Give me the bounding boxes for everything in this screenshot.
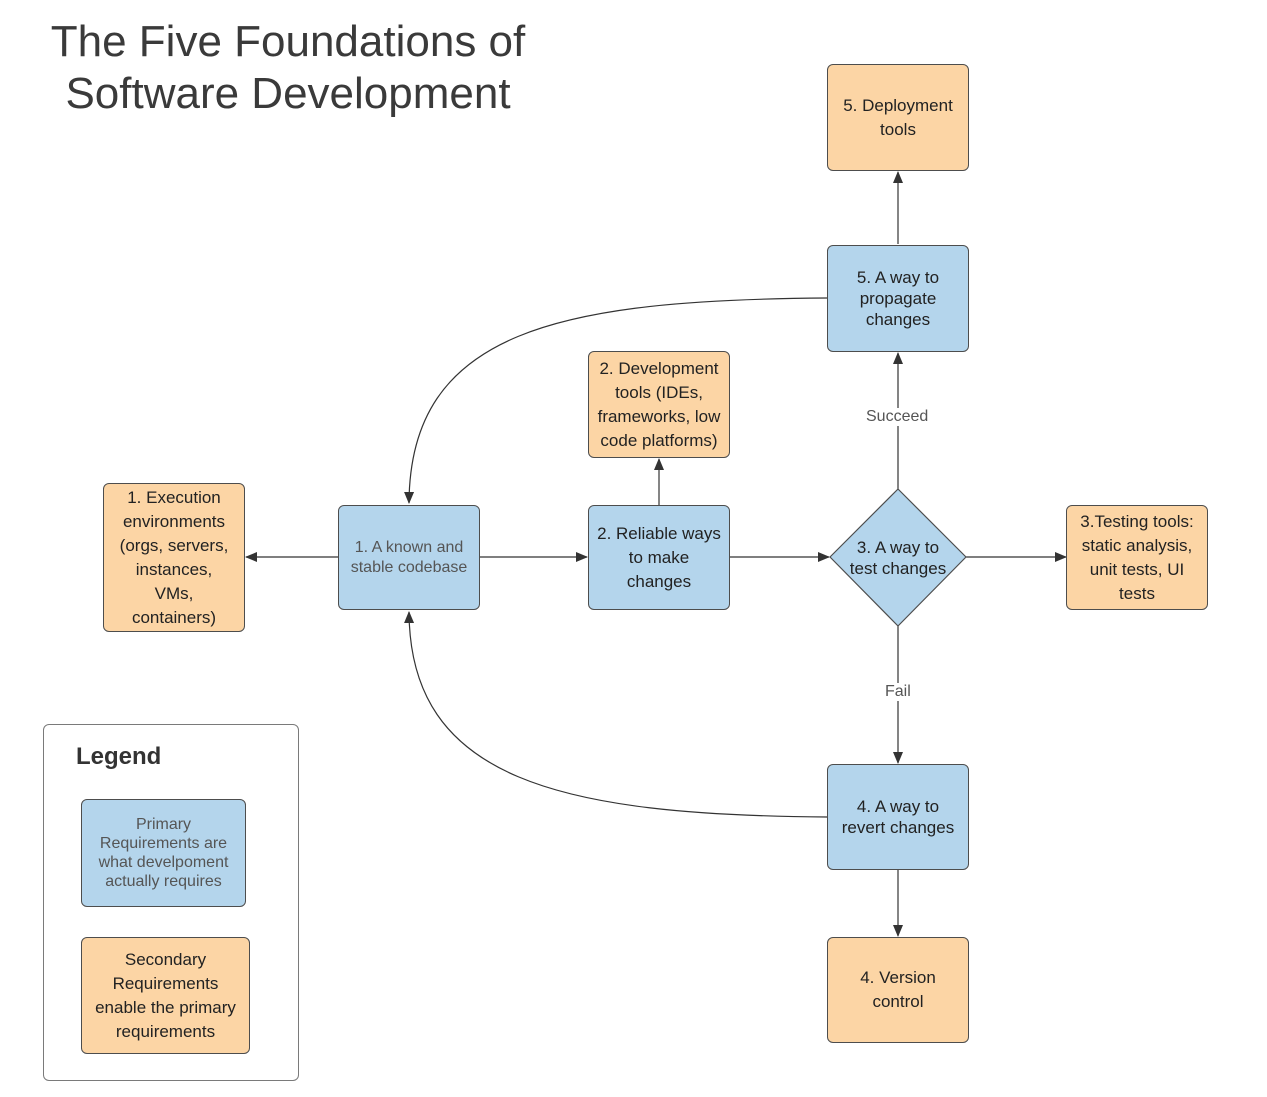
node-version-control: 4. Version control: [827, 937, 969, 1043]
node-testing-tools: 3.Testing tools: static analysis, unit t…: [1066, 505, 1208, 610]
node-execution-environments-label: 1. Execution environments (orgs, servers…: [119, 487, 229, 627]
diagram-title: The Five Foundations of Software Develop…: [28, 16, 548, 120]
node-reliable-ways: 2. Reliable ways to make changes: [588, 505, 730, 610]
node-reliable-ways-label: 2. Reliable ways to make changes: [597, 523, 721, 591]
legend-secondary-swatch: Secondary Requirements enable the primar…: [81, 937, 250, 1054]
edge-label-fail: Fail: [883, 683, 913, 701]
legend-title: Legend: [76, 743, 162, 770]
node-development-tools-label: 2. Development tools (IDEs, frameworks, …: [597, 358, 721, 450]
node-test-changes: 3. A way to test changes: [832, 520, 964, 596]
edge-revert-to-codebase: [404, 611, 828, 818]
edge-label-succeed: Succeed: [864, 408, 931, 426]
node-revert-changes: 4. A way to revert changes: [827, 764, 969, 870]
node-deployment-tools: 5. Deployment tools: [827, 64, 969, 171]
node-propagate-changes-label: 5. A way to propagate changes: [856, 268, 940, 329]
node-codebase-label: 1. A known and stable codebase: [350, 538, 468, 576]
node-codebase: 1. A known and stable codebase: [338, 505, 480, 610]
edge-propagate-to-codebase: [404, 297, 828, 504]
legend-panel: Legend Primary Requirements are what dev…: [43, 724, 299, 1081]
test-changes-diamond: [829, 488, 967, 627]
node-propagate-changes: 5. A way to propagate changes: [827, 245, 969, 352]
node-revert-changes-label: 4. A way to revert changes: [841, 797, 955, 837]
node-execution-environments: 1. Execution environments (orgs, servers…: [103, 483, 245, 632]
diagram-title-line-1: The Five Foundations of: [50, 17, 526, 66]
node-version-control-label: 4. Version control: [860, 968, 936, 1011]
diagram-title-line-2: Software Development: [65, 69, 511, 118]
legend-primary-swatch: Primary Requirements are what develpomen…: [81, 799, 246, 907]
node-test-changes-label: 3. A way to test changes: [849, 538, 947, 578]
node-development-tools: 2. Development tools (IDEs, frameworks, …: [588, 351, 730, 458]
legend-secondary-label: Secondary Requirements enable the primar…: [95, 949, 236, 1041]
legend-primary-label: Primary Requirements are what develpomen…: [98, 816, 229, 890]
node-testing-tools-label: 3.Testing tools: static analysis, unit t…: [1080, 511, 1194, 603]
node-deployment-tools-label: 5. Deployment tools: [843, 95, 953, 139]
